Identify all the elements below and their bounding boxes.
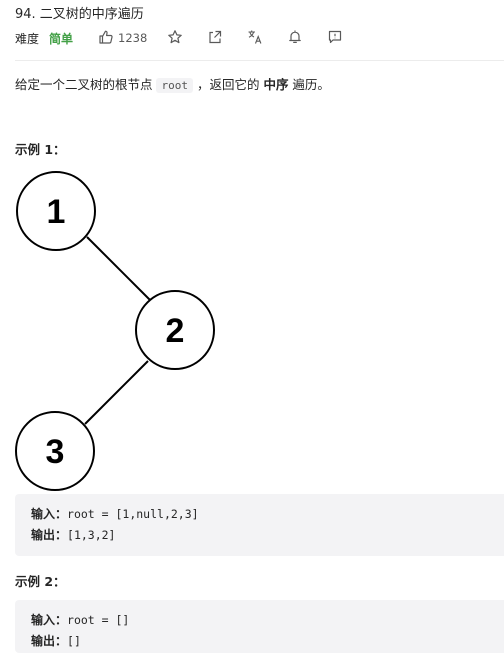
- input-value: root = []: [67, 613, 130, 627]
- star-icon[interactable]: [167, 29, 185, 47]
- difficulty-label: 难度: [15, 32, 40, 46]
- divider: [15, 60, 504, 61]
- example-2-code-block: 输入：root = [] 输出：[]: [15, 600, 504, 653]
- thumbs-up-icon[interactable]: [98, 29, 116, 47]
- bell-icon[interactable]: [287, 29, 305, 47]
- translate-icon[interactable]: [247, 29, 265, 47]
- tree-node: [135, 290, 215, 370]
- input-value: root = [1,null,2,3]: [67, 507, 199, 521]
- description-text: ，返回它的: [192, 77, 264, 92]
- share-icon[interactable]: [207, 29, 225, 47]
- problem-toolbar: 难度 简单 1238: [15, 29, 504, 47]
- output-value: []: [67, 634, 81, 648]
- output-value: [1,3,2]: [67, 528, 116, 542]
- tree-node-label: 2: [166, 312, 185, 350]
- tree-edge: [86, 236, 151, 301]
- inline-code: root: [156, 78, 193, 93]
- description-emphasis: 中序: [263, 77, 289, 92]
- binary-tree-diagram: 1 2 3: [15, 171, 215, 491]
- tree-edge: [84, 360, 149, 425]
- example-2-title: 示例 2：: [15, 574, 66, 589]
- description-text: 遍历。: [288, 77, 330, 92]
- tree-node: [15, 411, 95, 491]
- difficulty-badge: 简单: [49, 32, 74, 46]
- output-label: 输出：: [31, 634, 68, 648]
- output-label: 输出：: [31, 528, 68, 542]
- description-text: 给定一个二叉树的根节点: [15, 77, 157, 92]
- problem-title: 94. 二叉树的中序遍历: [15, 7, 144, 22]
- input-label: 输入：: [31, 613, 68, 627]
- like-count: 1238: [118, 31, 148, 45]
- tree-node-label: 1: [47, 193, 66, 231]
- example-1-code-block: 输入：root = [1,null,2,3] 输出：[1,3,2]: [15, 494, 504, 556]
- tree-node-label: 3: [46, 433, 65, 471]
- input-label: 输入：: [31, 507, 68, 521]
- feedback-icon[interactable]: [327, 29, 345, 47]
- problem-description: 给定一个二叉树的根节点 root ，返回它的 中序 遍历。: [15, 75, 330, 96]
- tree-node: [16, 171, 96, 251]
- example-1-title: 示例 1：: [15, 142, 66, 157]
